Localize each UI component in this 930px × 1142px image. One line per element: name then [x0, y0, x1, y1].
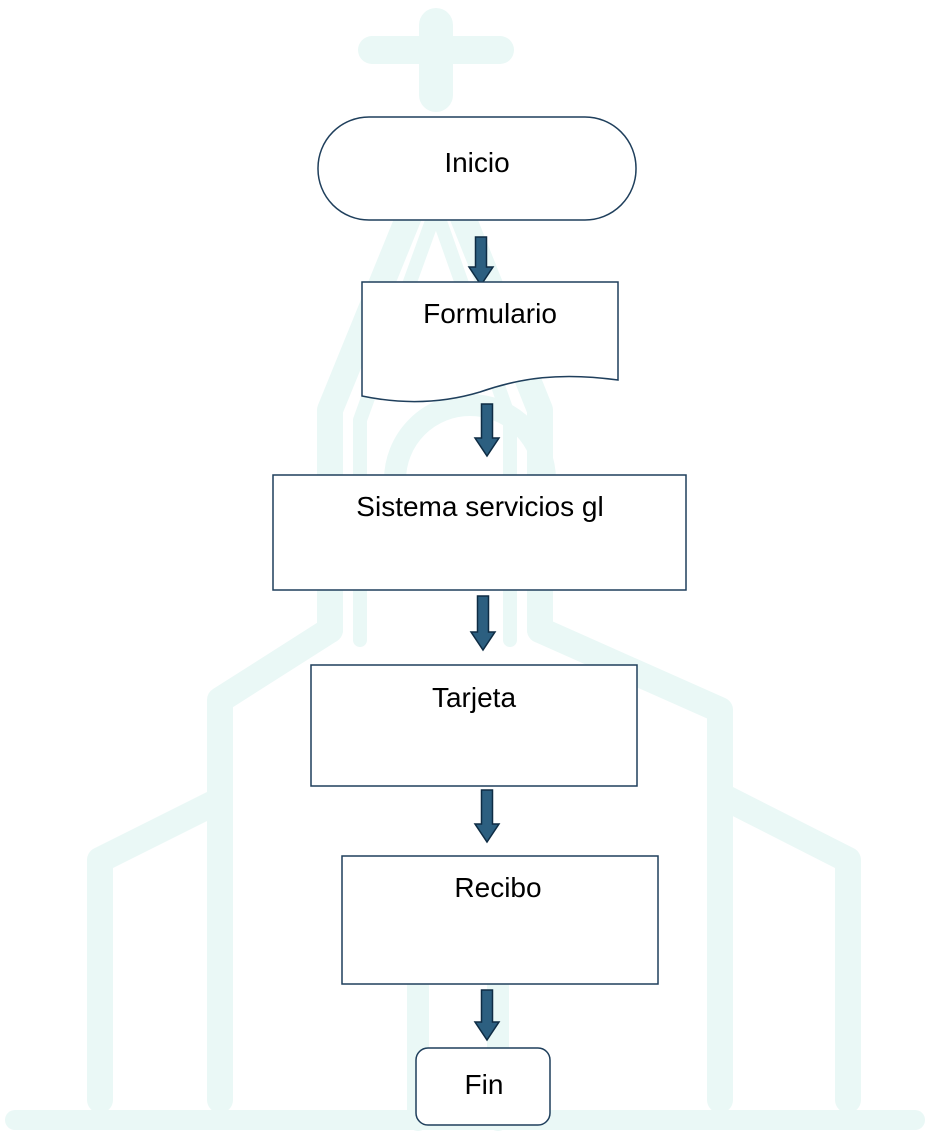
flow-labels: Inicio Formulario Sistema servicios gl T… [356, 147, 603, 1100]
node-label-recibo: Recibo [454, 872, 541, 903]
node-label-fin: Fin [465, 1069, 504, 1100]
arrow-recibo-to-fin-icon [473, 989, 501, 1042]
card-process-shape [310, 664, 638, 787]
system-process-shape [272, 474, 687, 591]
arrow-tarjeta-to-recibo-icon [473, 789, 501, 844]
node-label-inicio: Inicio [444, 147, 509, 178]
form-document-shape [361, 281, 619, 403]
flow-arrows [467, 236, 501, 1042]
node-label-sistema: Sistema servicios gl [356, 491, 603, 522]
flow-shapes [272, 116, 687, 1126]
start-terminator-shape [317, 116, 637, 221]
node-label-tarjeta: Tarjeta [432, 682, 516, 713]
end-terminator-shape [415, 1047, 551, 1126]
node-label-formulario: Formulario [423, 298, 557, 329]
arrow-inicio-to-formulario-icon [467, 236, 495, 287]
arrow-formulario-to-sistema-icon [473, 403, 501, 458]
receipt-process-shape [341, 855, 659, 985]
arrow-sistema-to-tarjeta-icon [469, 595, 497, 652]
